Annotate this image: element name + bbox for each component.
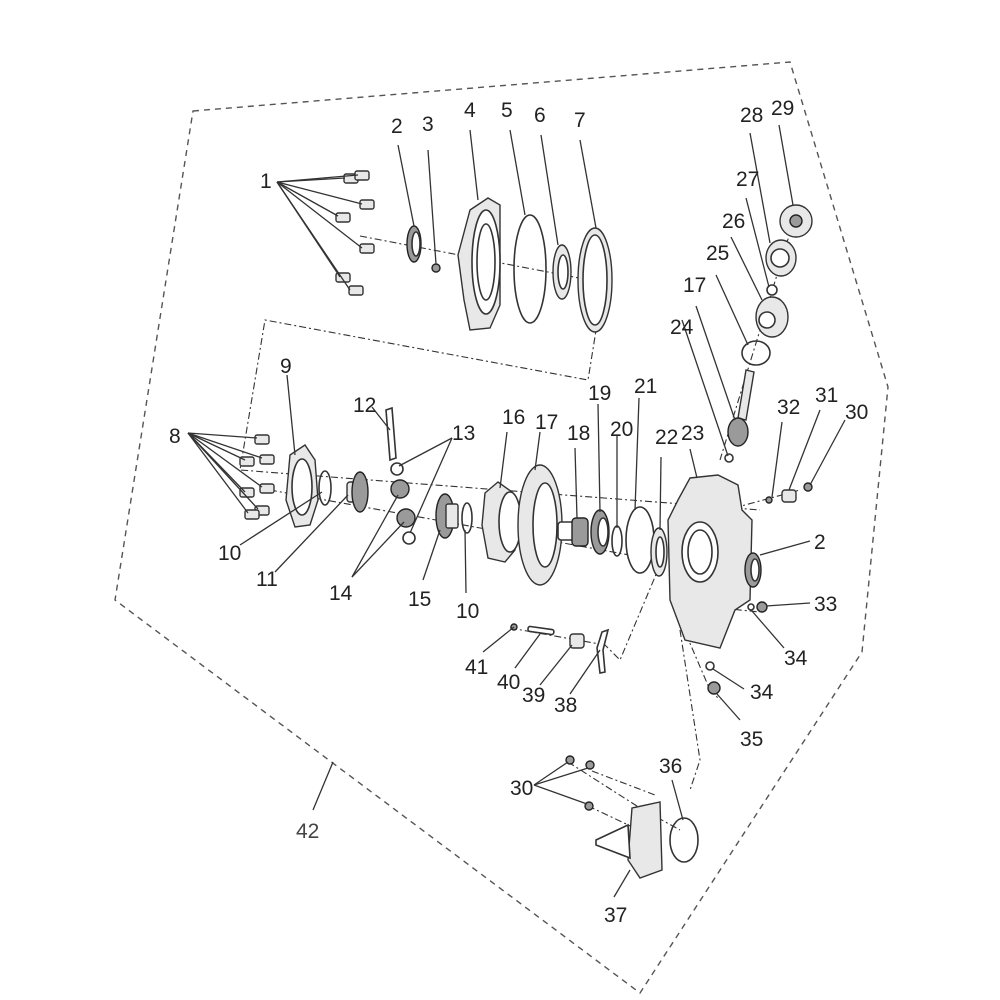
part-25-o-ring [741,340,771,366]
part-19-bearing-inner [597,517,609,547]
part-21-collar [625,506,655,574]
part-40-pin [527,625,555,636]
part-27-ring [766,284,778,296]
callout-9: 9 [280,355,292,378]
callout-1: 1 [260,170,272,193]
callout-36: 36 [659,755,682,778]
part-11-side-gear [346,471,369,513]
part-28-seal-inner [770,248,790,268]
callout-12: 12 [353,394,376,417]
part-12-pin [385,406,397,462]
callout-26: 26 [722,210,745,233]
callout-2: 2 [391,115,403,138]
part-7-shim-inner [582,234,608,326]
callout-11: 11 [256,568,278,591]
part-31-plug [781,489,797,503]
callout-18: 18 [567,422,590,445]
callout-7: 7 [574,109,586,132]
part-13-thrust-washer-b [402,531,416,545]
part-30-screw-b2 [585,760,595,770]
part-18-pinion-shaft [557,517,589,547]
callout-17-b: 17 [683,274,706,297]
callout-38: 38 [554,694,577,717]
part-17-ring-gear [517,464,563,586]
callout-28: 28 [740,104,763,127]
part-2-seal-b-inner [750,558,760,582]
callout-4: 4 [464,99,476,122]
callout-33: 33 [814,593,837,616]
part-14-pinion-gear-b [396,508,416,528]
callout-labels: 1 2 3 4 5 6 7 8 9 10 11 12 13 14 15 10 1… [169,97,868,927]
callout-8: 8 [169,425,181,448]
part-37-actuator-cover [595,801,663,879]
part-3-nut [431,263,441,273]
part-16-diff-case [481,481,522,563]
part-29-cap-inner [789,214,803,228]
callout-10-b: 10 [456,600,479,623]
part-15-side-gear [435,493,459,539]
part-8-bolts [239,434,275,520]
part-10-washer-a [318,470,332,506]
part-34-washer-a [747,603,755,611]
callout-21: 21 [634,375,657,398]
part-14-pinion-gear-a [390,479,410,499]
callout-15: 15 [408,588,431,611]
part-39-spring [569,633,585,649]
callout-14: 14 [329,582,353,605]
part-9-diff-case [285,444,319,528]
callout-10-a: 10 [218,542,241,565]
part-26-bearing [755,296,789,338]
part-20-washer [611,525,623,557]
part-24-ring [724,453,734,463]
callout-19: 19 [588,382,611,405]
callout-27: 27 [736,168,759,191]
part-32-washer [765,496,773,504]
callout-41: 41 [465,656,488,679]
part-17-pinion-gear [727,369,755,447]
callout-30-a: 30 [845,401,868,424]
part-10-washer-b [461,502,473,534]
part-38-shift-fork [596,628,610,674]
callout-13: 13 [452,422,475,445]
callout-20: 20 [610,418,633,441]
callout-3: 3 [422,113,434,136]
callout-40: 40 [497,671,520,694]
callout-42: 42 [296,820,319,843]
callout-22: 22 [655,426,678,449]
part-35-fill-plug [707,681,721,695]
callout-17-a: 17 [535,411,558,434]
callout-16: 16 [502,406,525,429]
callout-6: 6 [534,104,546,127]
callout-39: 39 [522,684,545,707]
callout-23: 23 [681,422,704,445]
part-5-o-ring [513,214,547,324]
callout-5: 5 [501,99,513,122]
part-34-washer-b [705,661,715,671]
part-6-bearing-inner [557,254,569,290]
leader-lines [187,124,846,898]
callout-24: 24 [670,316,694,339]
callout-32: 32 [777,396,800,419]
callout-30-b: 30 [510,777,533,800]
callout-25: 25 [706,242,729,265]
callout-37: 37 [604,904,627,927]
part-2-seal-inner [411,231,421,257]
callout-2-b: 2 [814,531,826,554]
part-33-drain-plug [756,601,768,613]
callout-34-b: 34 [750,681,774,704]
callout-29: 29 [771,97,794,120]
part-36-o-ring [669,817,699,863]
part-23-housing [667,474,753,649]
part-22-seal-inner [655,536,665,568]
part-4-cover [457,197,501,331]
callout-34-a: 34 [784,647,808,670]
callout-31: 31 [815,384,838,407]
callout-35: 35 [740,728,763,751]
assembly-boundary [114,61,889,995]
